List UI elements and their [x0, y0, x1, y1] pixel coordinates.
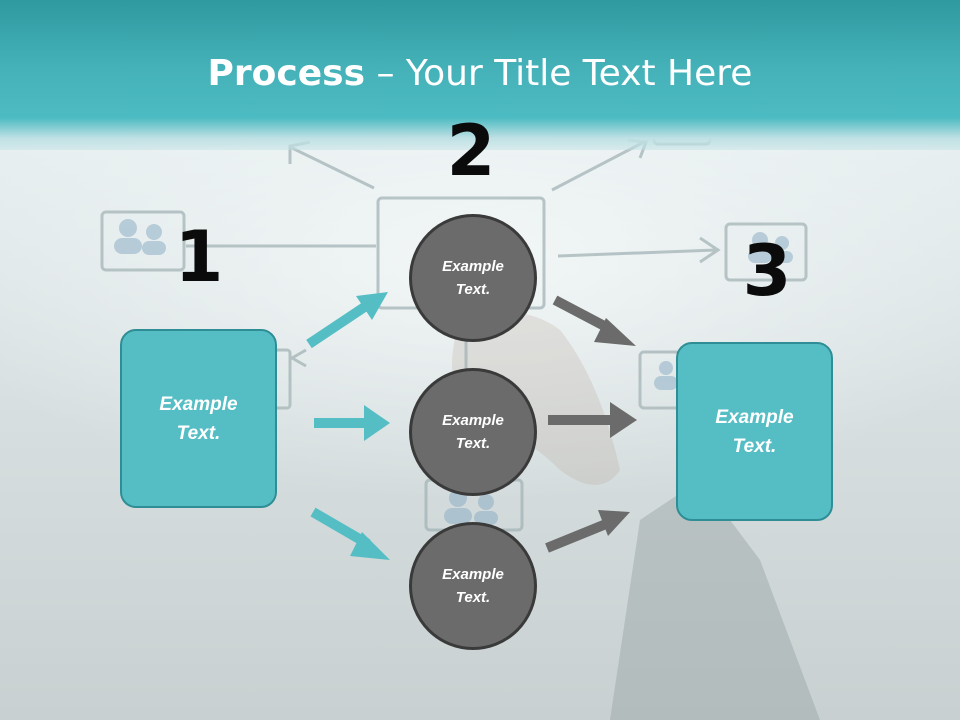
- circle-top-text: Example Text.: [442, 258, 504, 298]
- circle-top: Example Text.: [409, 214, 537, 342]
- arrow-to-circle-top: [306, 292, 388, 349]
- title-rest: – Your Title Text Here: [365, 53, 753, 94]
- arrow-from-circle-bottom: [545, 510, 630, 553]
- right-box: Example Text.: [676, 342, 833, 521]
- arrow-from-circle-middle: [548, 402, 637, 438]
- arrow-to-circle-bottom: [310, 507, 390, 560]
- arrow-to-circle-middle: [314, 405, 390, 441]
- slide-title: Process – Your Title Text Here: [0, 52, 960, 96]
- step-number-1: 1: [174, 216, 224, 298]
- left-box: Example Text.: [120, 329, 277, 508]
- right-box-text: Example Text.: [715, 406, 794, 457]
- step-number-2: 2: [446, 110, 496, 192]
- circle-bottom-text: Example Text.: [442, 566, 504, 606]
- circle-middle: Example Text.: [409, 368, 537, 496]
- step-number-3: 3: [742, 230, 792, 312]
- circle-bottom: Example Text.: [409, 522, 537, 650]
- left-box-text: Example Text.: [159, 393, 238, 444]
- title-bold: Process: [207, 53, 366, 94]
- arrow-from-circle-top: [552, 295, 636, 346]
- circle-middle-text: Example Text.: [442, 412, 504, 452]
- title-bar: [0, 0, 960, 150]
